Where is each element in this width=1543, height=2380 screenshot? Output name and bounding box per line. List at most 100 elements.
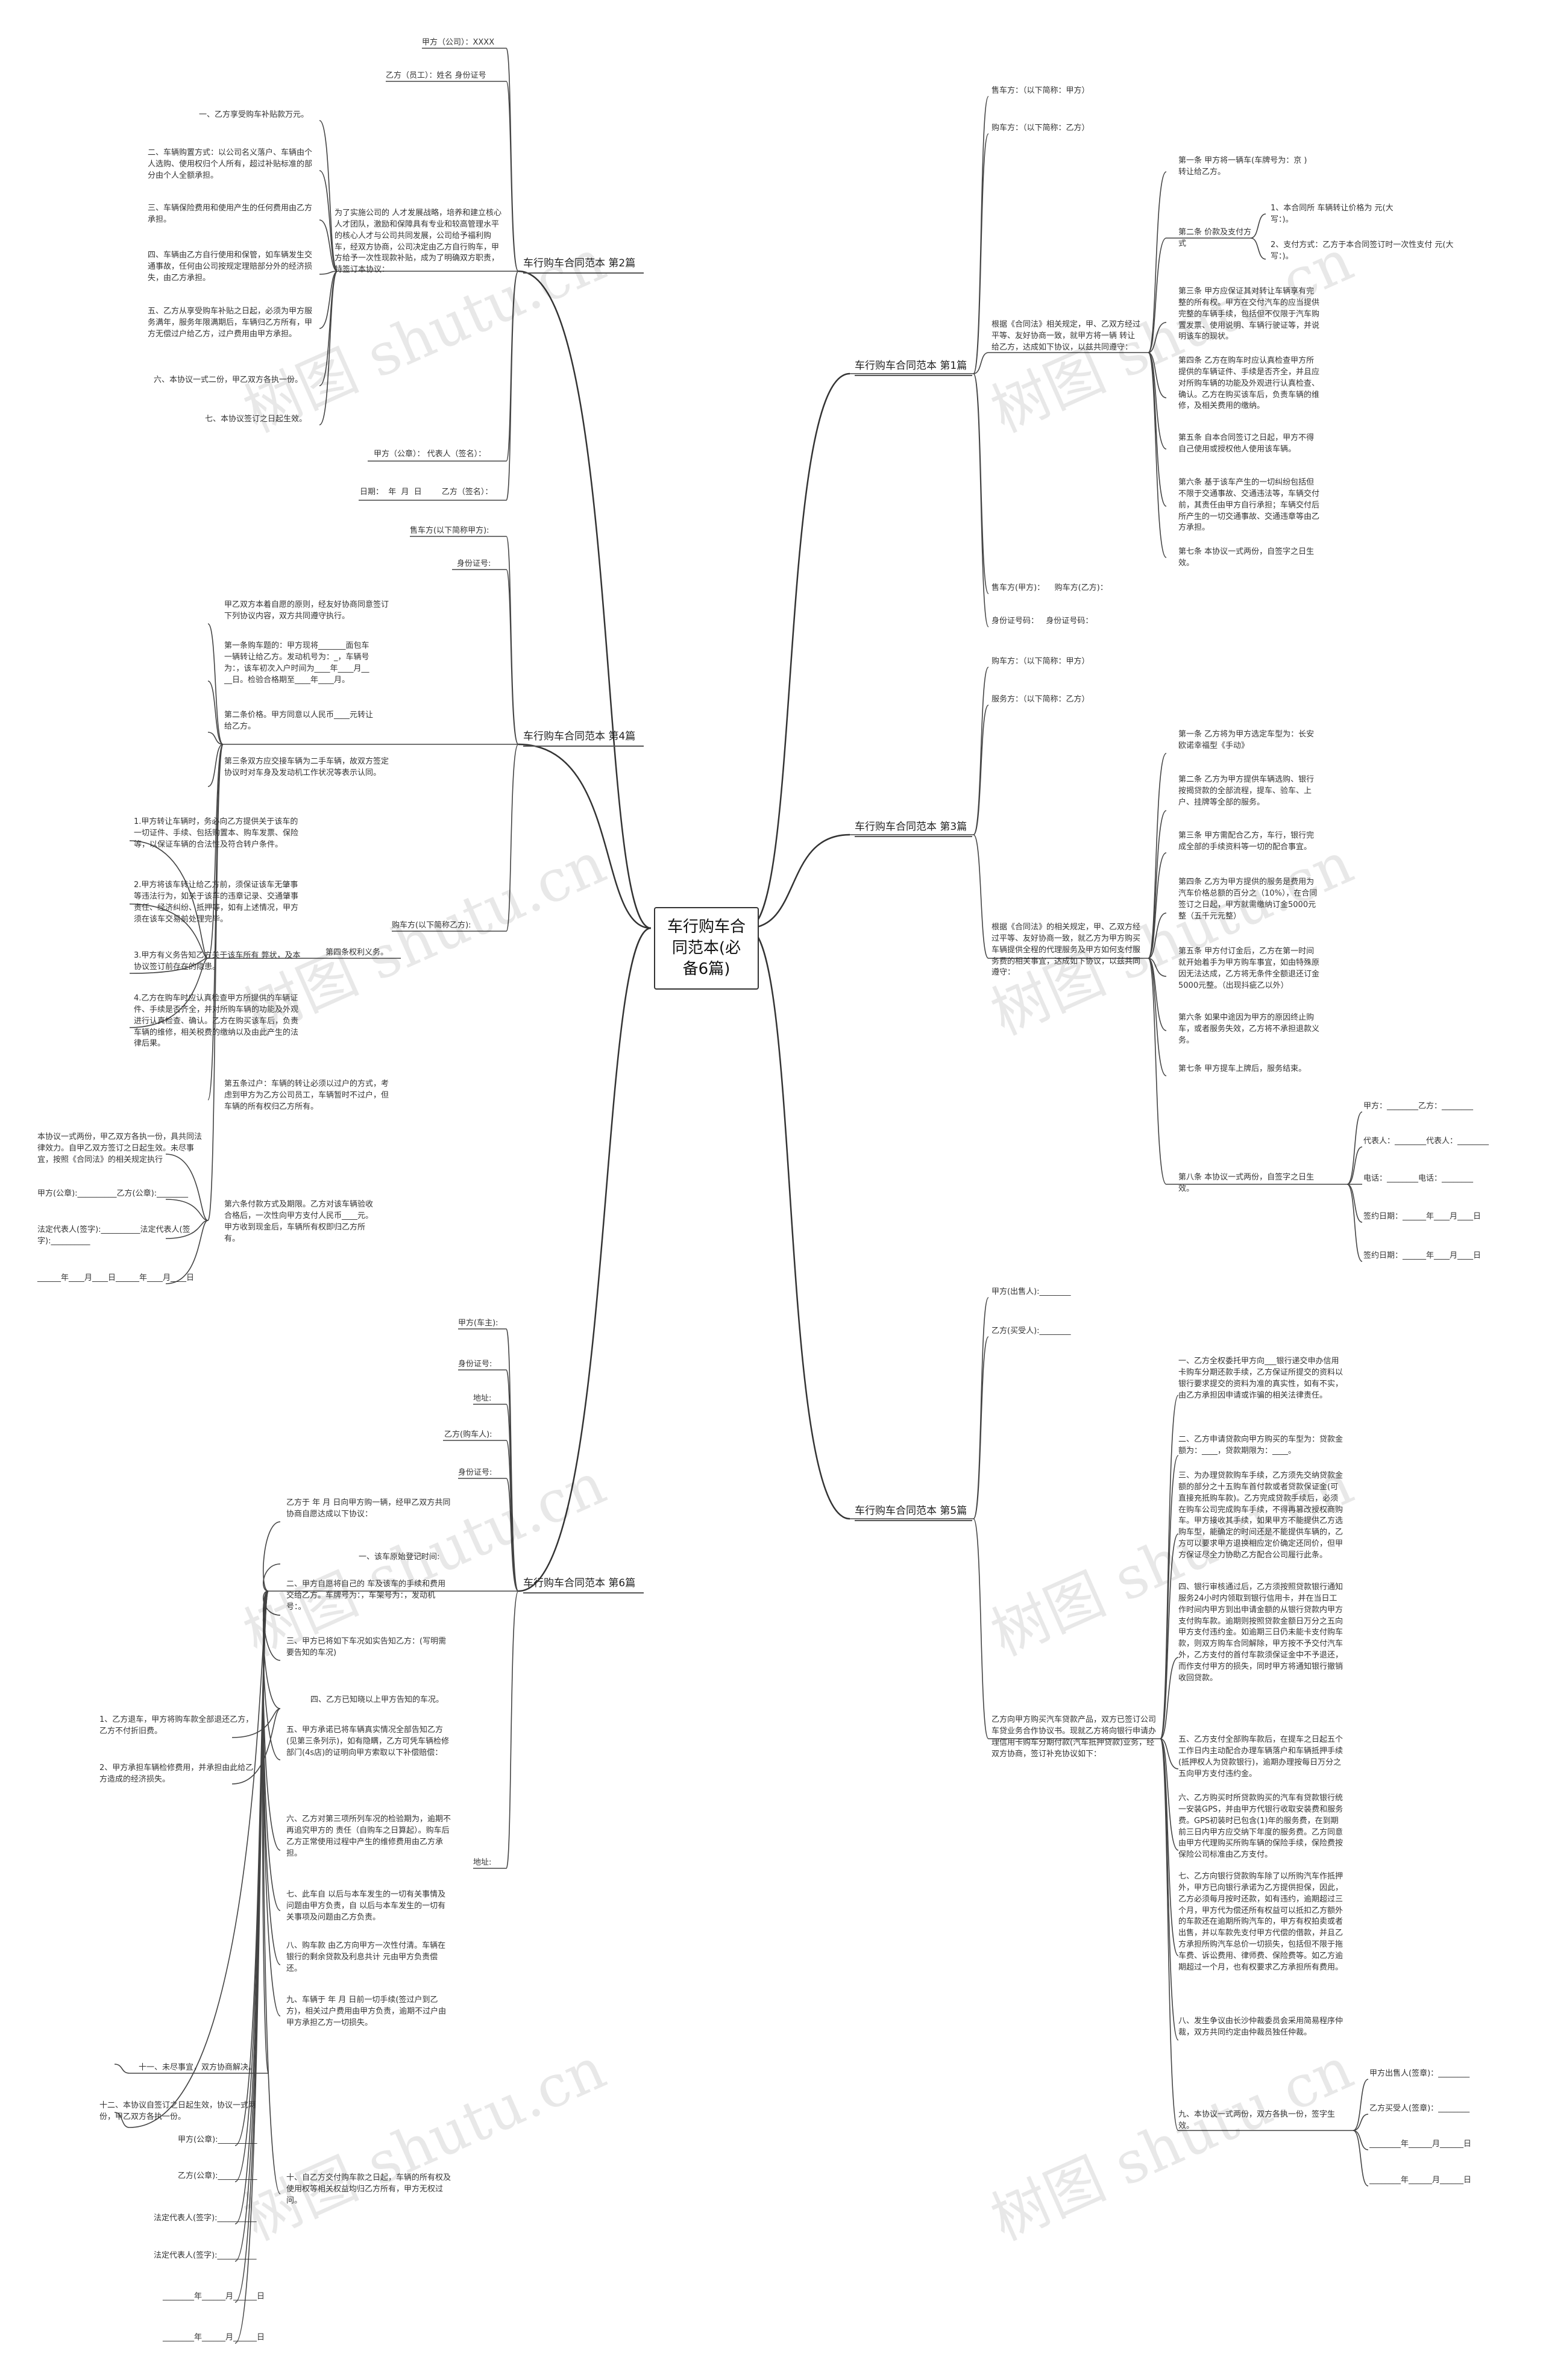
p2-item-2[interactable]: 二、车辆购置方式：以公司名义落户、车辆由个人选购、使用权归个人所有，超过补贴标准… [148, 148, 313, 180]
p1-signature-1[interactable]: 售车方(甲方)： 购车方(乙方)： [991, 583, 1108, 592]
p4-legal-note[interactable]: 本协议一式两份，甲乙双方各执一份，具共同法律效力。自甲乙双方签订之日起生效。未尽… [37, 1132, 203, 1164]
branch-part-1[interactable]: 车行购车合同范本 第1篇 [855, 359, 972, 376]
p5-item-6[interactable]: 六、乙方购买时所贷款购买的汽车有贷款银行统一安装GPS，并由甲方代银行收取安装费… [1178, 1794, 1343, 1860]
p1-article-2-sub-1[interactable]: 1、本合同所 车辆转让价格为 元(大写：)。 [1271, 204, 1394, 224]
p5-item-4[interactable]: 四、银行审核通过后，乙方须按照贷款银行通知服务24小时内领取到银行信用卡，并在当… [1178, 1583, 1343, 1683]
p2-party-a[interactable]: 甲方（公司）：XXXX [422, 38, 495, 47]
p6-item-3[interactable]: 三、甲方已将如下车况如实告知乙方：(写明需要告知的车况) [286, 1637, 447, 1657]
p2-item-6[interactable]: 六、本协议一式二份，甲乙双方各执一份。 [154, 375, 303, 385]
p2-item-3[interactable]: 三、车辆保险费用和使用产生的任何费用由乙方承担。 [148, 204, 313, 224]
branch-part-3[interactable]: 车行购车合同范本 第3篇 [855, 820, 972, 837]
p5-intro[interactable]: 乙方向甲方购买汽车贷款产品，双方已签订公司车贷业务合作协议书。现就乙方将向银行申… [991, 1715, 1157, 1759]
p5-item-9[interactable]: 九、本协议一式两份，双方各执一份，签字生效。 [1178, 2110, 1336, 2130]
p5-signature-4[interactable]: ________年______月______日 [1369, 2176, 1472, 2185]
p4-date-line[interactable]: ______年____月____日______年____月____日 [37, 1273, 195, 1283]
p6-compensation-1[interactable]: 1、乙方退车，甲方将购车款全部退还乙方，乙方不付折旧费。 [99, 1715, 254, 1736]
p5-buyer[interactable]: 乙方(买受人):________ [991, 1327, 1071, 1336]
p3-article-5[interactable]: 第五条 甲方付订金后，乙方在第一时间就开始着手为甲方购车事宜，如由特殊原因无法达… [1178, 947, 1320, 990]
p3-article-1[interactable]: 第一条 乙方将为甲方选定车型为：长安欧诺幸福型《手动》 [1178, 730, 1315, 750]
p6-item-1[interactable]: 一、该车原始登记时间: [359, 1553, 440, 1562]
p2-signature-1[interactable]: 甲方（公章）： 代表人（签名）： [374, 450, 486, 459]
p6-signature-1[interactable]: 甲方(公章):__________ [178, 2135, 257, 2144]
p6-id-1[interactable]: 身份证号: [458, 1360, 492, 1369]
p5-item-3[interactable]: 三、为办理贷款购车手续，乙方须先交纳贷款金额的部分之十五购车首付款或者贷款保证金… [1178, 1471, 1343, 1560]
p5-signature-1[interactable]: 甲方出售人(签章)：________ [1369, 2069, 1470, 2078]
p6-signature-3[interactable]: 法定代表人(签字):__________ [154, 2214, 257, 2223]
p1-article-1[interactable]: 第一条 甲方将一辆车(车牌号为：京 )转让给乙方。 [1178, 156, 1307, 177]
p3-article-8[interactable]: 第八条 本协议一式两份，自签字之日生效。 [1178, 1173, 1315, 1193]
p1-article-5[interactable]: 第五条 自本合同签订之日起，甲方不得自己使用或授权他人使用该车辆。 [1178, 433, 1315, 454]
p4-intro[interactable]: 甲乙双方本着自愿的原则，经友好协商同意签订下列协议内容，双方共同遵守执行。 [224, 600, 389, 621]
p4-article-2[interactable]: 第二条价格。甲方同意以人民币____元转让给乙方。 [224, 711, 374, 731]
p3-article-7[interactable]: 第七条 甲方提车上牌后，服务结束。 [1178, 1064, 1307, 1073]
p6-signature-4[interactable]: 法定代表人(签字):__________ [154, 2251, 257, 2260]
p4-article-6[interactable]: 第六条付款方式及期限。乙方对该车辆验收合格后，一次性向甲方支付人民币____元。… [224, 1200, 374, 1243]
p3-signature-4[interactable]: 签约日期：______年____月____日 [1363, 1212, 1482, 1221]
root-topic[interactable]: 车行购车合同范本(必备6篇) [654, 907, 759, 990]
p4-duty-1[interactable]: 1.甲方转让车辆时，务必向乙方提供关于该车的一切证件、手续、包括购置本、购车发票… [134, 817, 299, 849]
p5-signature-2[interactable]: 乙方买受人(签章)：________ [1369, 2104, 1470, 2113]
p3-service[interactable]: 服务方：（以下简称：乙方） [991, 695, 1090, 704]
p2-item-1[interactable]: 一、乙方享受购车补贴款万元。 [199, 110, 309, 119]
p5-seller[interactable]: 甲方(出售人):________ [991, 1287, 1071, 1296]
p6-signature-2[interactable]: 乙方(公章):__________ [178, 2171, 257, 2181]
branch-part-2[interactable]: 车行购车合同范本 第2篇 [523, 256, 644, 274]
p4-stamp-line[interactable]: 甲方(公章):__________乙方(公章):________ [37, 1189, 189, 1198]
p6-address-1[interactable]: 地址: [473, 1394, 492, 1403]
p3-intro[interactable]: 根据《合同法》的相关规定，甲、乙双方经过平等、友好协商一致，就乙方为甲方购买车辆… [991, 923, 1141, 978]
p6-compensation-2[interactable]: 2、甲方承担车辆检修费用，并承担由此给乙方造成的经济损失。 [99, 1763, 254, 1784]
p5-signature-3[interactable]: ________年______月______日 [1369, 2140, 1472, 2149]
p3-signature-3[interactable]: 电话：________电话：________ [1363, 1174, 1474, 1183]
p3-signature-5[interactable]: 签约日期：______年____月____日 [1363, 1251, 1482, 1260]
p5-item-1[interactable]: 一、乙方全权委托甲方向___银行递交申办信用卡购车分期还款手续，乙方保证所提交的… [1178, 1357, 1343, 1400]
p6-buyer[interactable]: 乙方(购车人): [444, 1430, 492, 1439]
p6-item-10[interactable]: 十、自乙方交付购车款之日起，车辆的所有权及使用权等相关权益均归乙方所有，甲方无权… [286, 2173, 451, 2205]
p3-signature-2[interactable]: 代表人：________代表人：________ [1363, 1137, 1489, 1146]
p6-signature-6[interactable]: ________年______月______日 [163, 2333, 265, 2342]
p6-address-2[interactable]: 地址: [473, 1858, 492, 1867]
p1-article-6[interactable]: 第六条 基于该车产生的一切纠纷包括但不限于交通事故、交通违法等，车辆交付前，其责… [1178, 478, 1320, 533]
p6-item-4[interactable]: 四、乙方已知晓以上甲方告知的车况。 [310, 1695, 444, 1704]
p4-buyer[interactable]: 购车方(以下简称乙方): [392, 921, 471, 930]
p6-item-2[interactable]: 二、甲方自愿将自己的 车及该车的手续和费用交给乙方。车牌号为：，车架号为：，发动… [286, 1580, 446, 1612]
p1-article-2[interactable]: 第二条 价款及支付方式 [1178, 228, 1252, 248]
p3-article-2[interactable]: 第二条 乙方为甲方提供车辆选购、银行按揭贷款的全部流程，提车、验车、上户、挂牌等… [1178, 775, 1315, 807]
p4-article-3[interactable]: 第三条双方应交接车辆为二手车辆，故双方签定协议时对车身及发动机工作状况等表示认同… [224, 757, 389, 777]
p1-intro[interactable]: 根据《合同法》相关规定，甲、乙双方经过平等、友好协商一致，就甲方将一辆 转让给乙… [991, 320, 1141, 352]
p1-signature-2[interactable]: 身份证号码： 身份证号码： [991, 617, 1093, 626]
p2-intro[interactable]: 为了实施公司的 人才发展战略，培养和建立核心人才团队，激励和保障具有专业和较高管… [335, 209, 502, 275]
p5-item-8[interactable]: 八、发生争议由长沙仲裁委员会采用简易程序仲裁，双方共同约定由仲裁员独任仲裁。 [1178, 2017, 1343, 2037]
p2-item-7[interactable]: 七、本协议签订之日起生效。 [205, 415, 307, 424]
p6-signature-5[interactable]: ________年______月______日 [163, 2292, 265, 2301]
branch-part-4[interactable]: 车行购车合同范本 第4篇 [523, 729, 644, 747]
p3-article-4[interactable]: 第四条 乙方为甲方提供的服务是费用为汽车价格总额的百分之（10%），在合同签订之… [1178, 878, 1318, 921]
p3-signature-1[interactable]: 甲方：________乙方：________ [1363, 1102, 1474, 1111]
p1-article-2-sub-2[interactable]: 2、支付方式：乙方于本合同签订时一次性支付 元(大写：)。 [1271, 240, 1454, 261]
p6-item-5[interactable]: 五、甲方承诺已将车辆真实情况全部告知乙方(见第三条列示)，如有隐瞒，乙方可凭车辆… [286, 1725, 450, 1757]
p4-article-1[interactable]: 第一条购车题的：甲方现将_______面包车一辆转让给乙方。发动机号为：_，车辆… [224, 641, 369, 685]
p3-article-3[interactable]: 第三条 甲方需配合乙方，车行，银行完成全部的手续资料等一切的配合事宜。 [1178, 831, 1315, 852]
p6-id-2[interactable]: 身份证号: [458, 1468, 492, 1477]
p5-item-5[interactable]: 五、乙方支付全部购车款后，在提车之日起五个工作日内主动配合办理车辆落户和车辆抵押… [1178, 1735, 1343, 1779]
p4-legal-rep-line[interactable]: 法定代表人(签字):__________法定代表人(签字):__________ [37, 1225, 190, 1246]
p1-article-4[interactable]: 第四条 乙方在购车时应认真检查甲方所提供的车辆证件、手续是否齐全，并且应对所购车… [1178, 356, 1320, 411]
p6-item-12[interactable]: 十二、本协议自签订之日起生效，协议一式两份，甲乙双方各执一份。 [99, 2101, 257, 2121]
p1-seller[interactable]: 售车方：（以下简称：甲方） [991, 86, 1090, 95]
p4-id[interactable]: 身份证号: [457, 559, 491, 568]
p2-signature-2[interactable]: 日期： 年 月 日 乙方（签名）： [360, 488, 493, 497]
p3-buyer[interactable]: 购车方：（以下简称：甲方） [991, 657, 1090, 666]
p1-buyer[interactable]: 购车方：（以下简称：乙方） [991, 124, 1090, 133]
p6-seller[interactable]: 甲方(车主): [458, 1319, 498, 1328]
p4-article-4[interactable]: 第四条权利义务。 [325, 948, 389, 957]
p6-item-9[interactable]: 九、车辆于 年 月 日前一切手续(签过户到乙方)，相关过户费用由甲方负责，逾期不… [286, 1995, 447, 2027]
p3-article-6[interactable]: 第六条 如果中途因为甲方的原因终止购车，或者服务失效，乙方将不承担退款义务。 [1178, 1013, 1320, 1045]
p6-item-11[interactable]: 十一、未尽事宜，双方协商解决。 [139, 2063, 257, 2072]
p4-duty-2[interactable]: 2.甲方将该车转让给乙方前，须保证该车无肇事等违法行为，如关于该车的违章记录、交… [134, 881, 299, 924]
branch-part-6[interactable]: 车行购车合同范本 第6篇 [523, 1576, 644, 1593]
p2-item-5[interactable]: 五、乙方从享受购车补贴之日起，必须为甲方服务满年，服务年限满期后，车辆归乙方所有… [148, 307, 313, 339]
p2-item-4[interactable]: 四、车辆由乙方自行使用和保管，如车辆发生交通事故，任何由公司按规定理赔部分外的经… [148, 251, 313, 283]
p5-item-2[interactable]: 二、乙方申请贷款向甲方购买的车型为：贷款金额为：____，贷款期限为：____。 [1178, 1435, 1343, 1455]
p5-item-7[interactable]: 七、乙方向银行贷款购车除了以所购汽车作抵押外，甲方已向银行承诺为乙方提供担保，因… [1178, 1872, 1343, 1972]
p6-item-6[interactable]: 六、乙方对第三项所列车况的检验期为，逾期不再追究甲方的 责任（自购车之日算起）。… [286, 1815, 451, 1858]
p1-article-3[interactable]: 第三条 甲方应保证其对转让车辆享有完整的所有权。甲方在交付汽车的应当提供完整的车… [1178, 287, 1320, 342]
